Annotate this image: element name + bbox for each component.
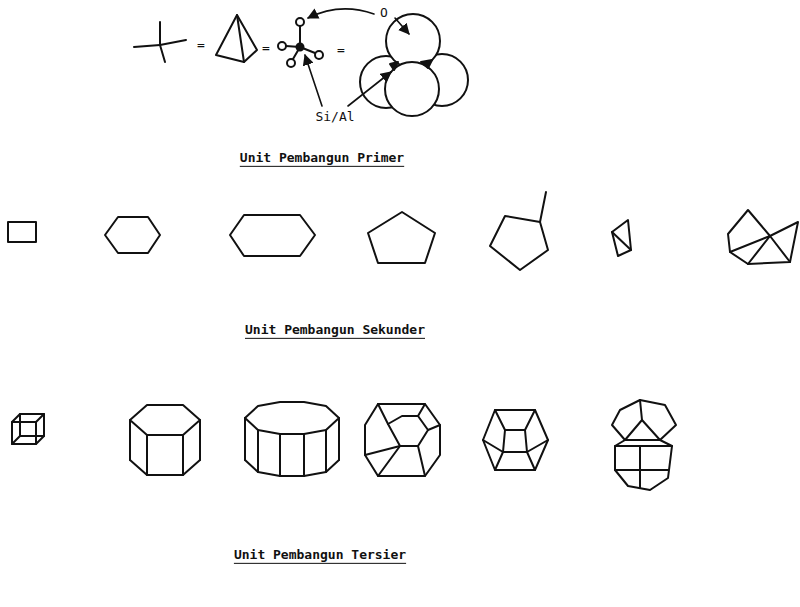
secondary-units xyxy=(8,192,798,270)
sphere-model xyxy=(360,14,468,116)
tertiary-units xyxy=(12,400,676,490)
tripod-symbol xyxy=(134,22,186,62)
section-heading: Unit Pembangun Sekunder xyxy=(245,323,425,337)
oxygen-label: O xyxy=(380,6,388,20)
atom-label: Si/Al xyxy=(315,110,354,124)
ball-stick-symbol xyxy=(278,18,323,67)
section-heading: Unit Pembangun Tersier xyxy=(234,548,406,562)
equals-sign: = xyxy=(337,43,345,57)
tetrahedron-symbol xyxy=(216,15,257,62)
equals-sign: = xyxy=(197,38,205,52)
pointer-arrows xyxy=(305,9,409,106)
equals-sign: = xyxy=(262,41,270,55)
section-heading: Unit Pembangun Primer xyxy=(240,151,404,165)
